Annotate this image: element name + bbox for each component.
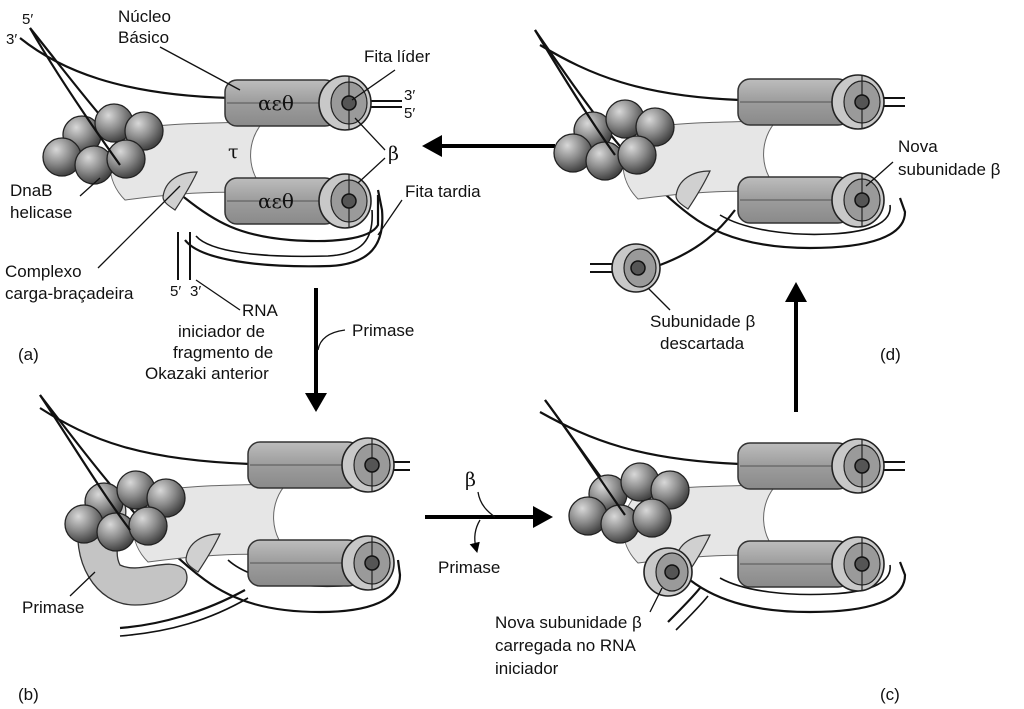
lagging-loop-inner: [195, 209, 373, 258]
strand-upper: [19, 37, 345, 100]
panel-b: Primase (b): [18, 394, 410, 704]
strand-lower: [29, 27, 380, 243]
label-nova-beta-c-3: iniciador: [495, 659, 559, 678]
label-3prime-top: 3′: [6, 31, 17, 48]
discarded-beta-clamp-d: [590, 243, 661, 293]
label-carga-bracadeira: carga-braçadeira: [5, 284, 134, 303]
label-fita-tardia: Fita tardia: [405, 182, 481, 201]
label-rna: RNA: [242, 301, 279, 320]
label-beta-bc: β: [465, 469, 476, 491]
label-basico: Básico: [118, 28, 169, 47]
label-okazaki-anterior: Okazaki anterior: [145, 364, 269, 383]
label-nova-beta-c-2: carregada no RNA: [495, 636, 636, 655]
panel-label-c: (c): [880, 685, 900, 704]
strand-over-helicase: [29, 27, 121, 166]
panel-a: Núcleo Básico 5′ 3′ Fita líder 3′ 5′ αεθ…: [5, 7, 481, 383]
label-dnab: DnaB: [10, 181, 53, 200]
arrow-b-to-c: β Primase: [425, 469, 553, 577]
replisome-a: [109, 75, 372, 229]
label-nova-beta-c-1: Nova subunidade β: [495, 613, 642, 632]
arrow-d-to-a: [422, 135, 555, 157]
label-primase-b: Primase: [22, 598, 84, 617]
label-nova-beta-d-1: Nova: [898, 137, 938, 156]
arrow-c-to-d: [785, 282, 807, 412]
label-5prime-leader: 5′: [404, 105, 415, 122]
label-beta-a: β: [388, 143, 399, 165]
lagging-loop-outer: [184, 189, 384, 268]
label-3prime-leader: 3′: [404, 87, 415, 104]
replisome-d: [622, 74, 885, 228]
label-5prime-top: 5′: [22, 11, 33, 28]
label-primase-arrow: Primase: [352, 321, 414, 340]
panel-d: Subunidade β descartada Nova subunidade …: [534, 29, 1001, 364]
label-nucleo: Núcleo: [118, 7, 171, 26]
label-complexo: Complexo: [5, 262, 82, 281]
label-primase-bc: Primase: [438, 558, 500, 577]
label-5prime-bottom: 5′: [170, 283, 181, 300]
label-aet-top: αεθ: [258, 91, 294, 115]
label-helicase: helicase: [10, 203, 72, 222]
new-beta-clamp-c: [643, 547, 693, 597]
label-tau: τ: [228, 141, 239, 163]
label-fragmento-de: fragmento de: [173, 343, 273, 362]
panel-label-b: (b): [18, 685, 39, 704]
panel-label-d: (d): [880, 345, 901, 364]
label-3prime-bottom: 3′: [190, 283, 201, 300]
label-fita-lider: Fita líder: [364, 47, 430, 66]
label-aet-bottom: αεθ: [258, 189, 294, 213]
label-nova-beta-d-2: subunidade β: [898, 160, 1001, 179]
panel-c: Nova subunidade β carregada no RNA inici…: [495, 399, 907, 704]
label-descartada-2: descartada: [660, 334, 745, 353]
label-descartada-1: Subunidade β: [650, 312, 755, 331]
arrow-a-to-b: Primase: [305, 288, 414, 412]
panel-label-a: (a): [18, 345, 39, 364]
label-iniciador-de: iniciador de: [178, 322, 265, 341]
